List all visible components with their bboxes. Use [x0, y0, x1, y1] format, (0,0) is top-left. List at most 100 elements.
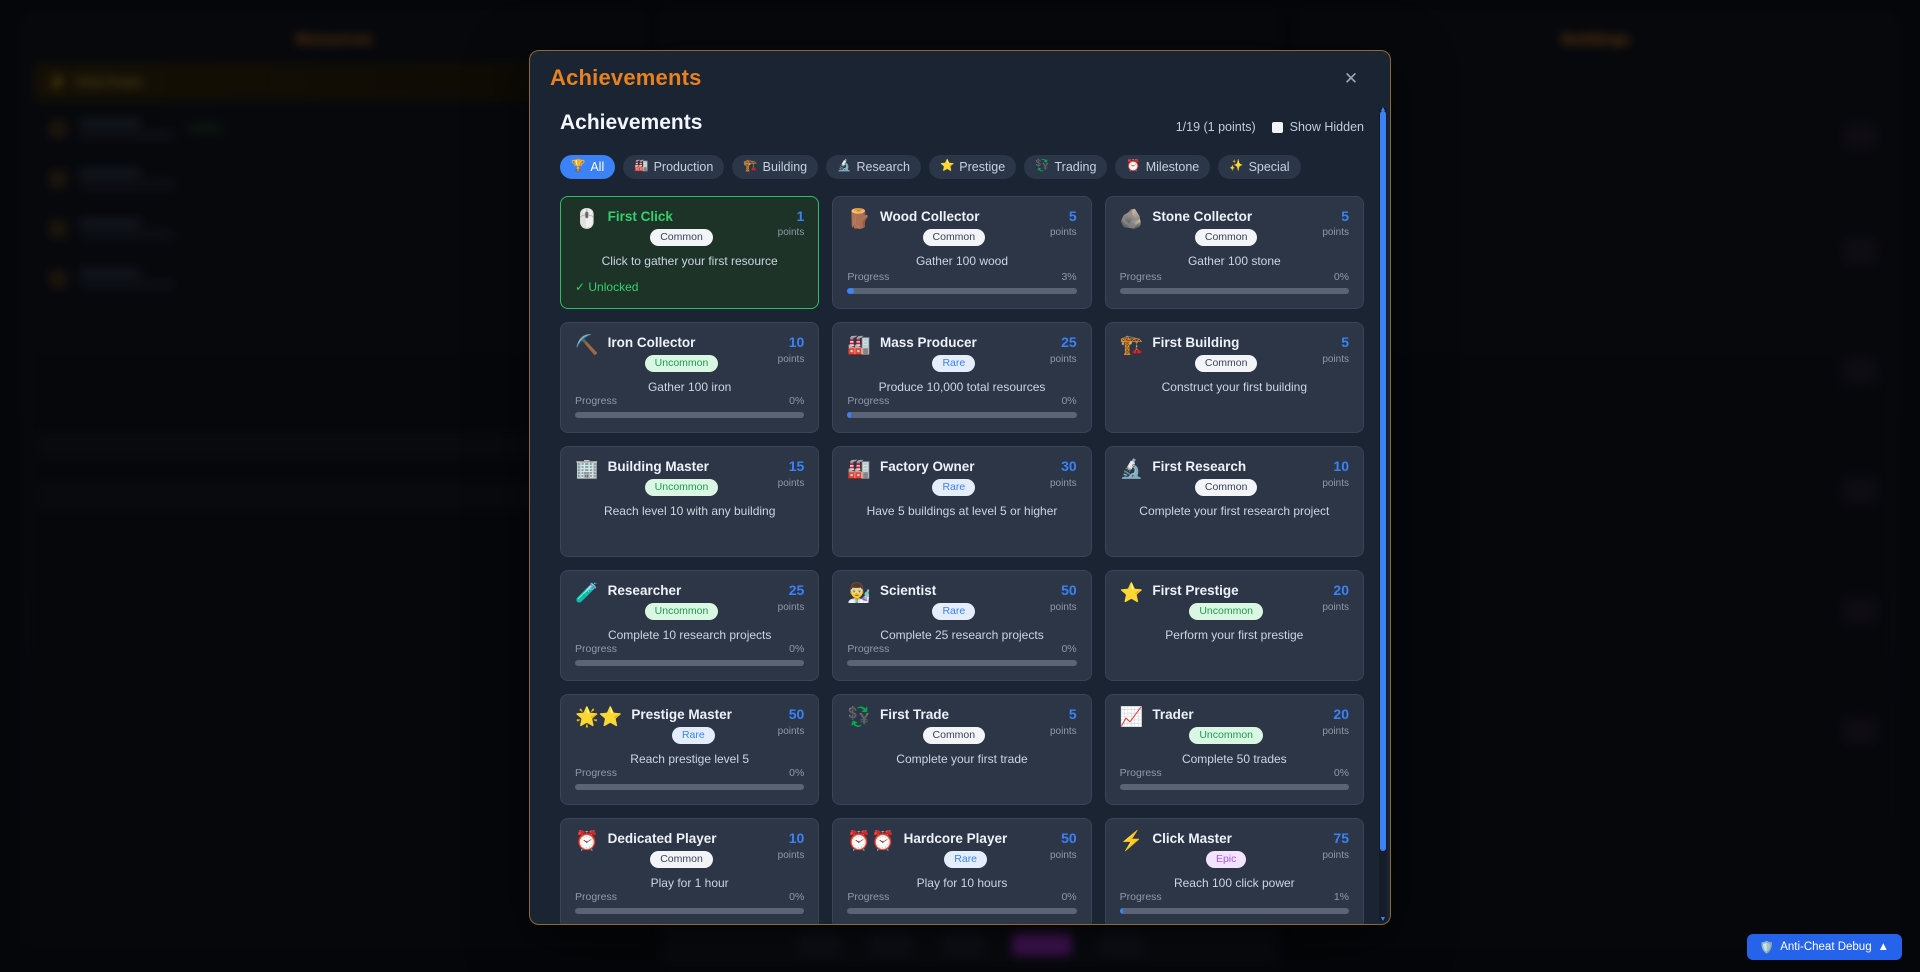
progress-label: Progress [575, 891, 618, 904]
progress-label: Progress [1119, 767, 1162, 780]
filter-tab-milestone[interactable]: ⏰Milestone [1115, 155, 1211, 179]
points-label: points [1322, 601, 1349, 613]
rarity-badge: Uncommon [1189, 727, 1263, 745]
show-hidden-checkbox[interactable] [1271, 121, 1283, 133]
scrollbar-thumb[interactable] [1380, 111, 1386, 851]
progress-bar [847, 288, 1077, 295]
progress-percent: 0% [1061, 395, 1077, 408]
achievements-scroll-area[interactable]: Achievements 1/19 (1 points) Show Hidden… [560, 105, 1364, 924]
research-filter-icon: 🔬 [837, 160, 852, 173]
scroll-down-arrow[interactable]: ▼ [1379, 916, 1387, 923]
progress-percent: 1% [1333, 891, 1349, 904]
achievement-description: Reach level 10 with any building [603, 504, 776, 519]
achievement-description: Complete 50 trades [1181, 752, 1287, 767]
filter-tabs[interactable]: 🏆All 🏭Production 🏗️Building 🔬Research ⭐Prest… [560, 155, 1364, 179]
filter-tab-building[interactable]: 🏗️Building [732, 155, 819, 179]
all-filter-icon: 🏆 [571, 160, 586, 173]
achievement-name: Factory Owner [880, 459, 975, 475]
achievement-name: Dedicated Player [607, 831, 717, 847]
achievement-name: Scientist [880, 583, 937, 599]
section-header: Achievements 1/19 (1 points) Show Hidden [560, 105, 1364, 135]
achievement-icon: 🔬 [1119, 459, 1144, 481]
points-label: points [777, 353, 805, 365]
points-value: 50 [1061, 582, 1077, 599]
spacer [1120, 518, 1349, 542]
achievement-description: Play for 1 hour [650, 876, 729, 891]
progress-bar-fill [847, 288, 855, 295]
achievement-name: First Research [1152, 459, 1247, 475]
building-filter-icon: 🏗️ [743, 160, 758, 173]
special-filter-icon: ✨ [1229, 160, 1244, 173]
filter-tab-trading[interactable]: 💱Trading [1024, 155, 1108, 179]
filter-tab-production[interactable]: 🏭Production [623, 155, 725, 179]
points-label: points [1049, 353, 1077, 365]
scroll-up-arrow[interactable]: ▲ [1379, 106, 1387, 113]
achievement-description: Gather 100 iron [647, 380, 732, 395]
filter-tab-label: Special [1248, 160, 1290, 174]
achievement-description: Complete your first trade [896, 752, 1028, 767]
points-value: 20 [1333, 582, 1349, 599]
achievements-modal: Achievements ✕ Achievements 1/19 (1 poin… [529, 50, 1391, 925]
filter-tab-label: Production [653, 160, 714, 174]
spacer [1120, 394, 1349, 418]
progress-bar [1119, 784, 1349, 791]
progress-label: Progress [1119, 891, 1162, 904]
achievement-icon: 🌟⭐ [575, 707, 623, 729]
show-hidden-toggle[interactable]: Show Hidden [1271, 120, 1364, 134]
rarity-badge: Rare [932, 355, 976, 373]
anti-cheat-debug-button[interactable]: 🛡️ Anti-Cheat Debug ▲ [1746, 934, 1902, 960]
achievement-name: Mass Producer [880, 335, 977, 351]
filter-tab-all[interactable]: 🏆All [560, 155, 616, 179]
progress-bar [575, 784, 805, 791]
rarity-badge: Common [650, 851, 713, 869]
filter-tab-research[interactable]: 🔬Research [826, 155, 921, 179]
rarity-badge: Uncommon [644, 355, 719, 373]
background-panel-title: Resources [295, 31, 373, 48]
points-label: points [1049, 601, 1077, 613]
achievement-name: First Trade [880, 707, 950, 723]
points-value: 10 [788, 334, 805, 351]
filter-tab-prestige[interactable]: ⭐Prestige [928, 155, 1017, 179]
modal-scrollbar[interactable]: ▲ ▼ [1379, 106, 1387, 923]
modal-body: Achievements 1/19 (1 points) Show Hidden… [530, 105, 1390, 924]
filter-tab-special[interactable]: ✨ Special [1218, 155, 1301, 179]
progress-percent: 0% [1333, 271, 1349, 284]
close-icon[interactable]: ✕ [1338, 65, 1364, 91]
points-label: points [1049, 725, 1077, 737]
filter-tab-label: Trading [1054, 160, 1097, 174]
